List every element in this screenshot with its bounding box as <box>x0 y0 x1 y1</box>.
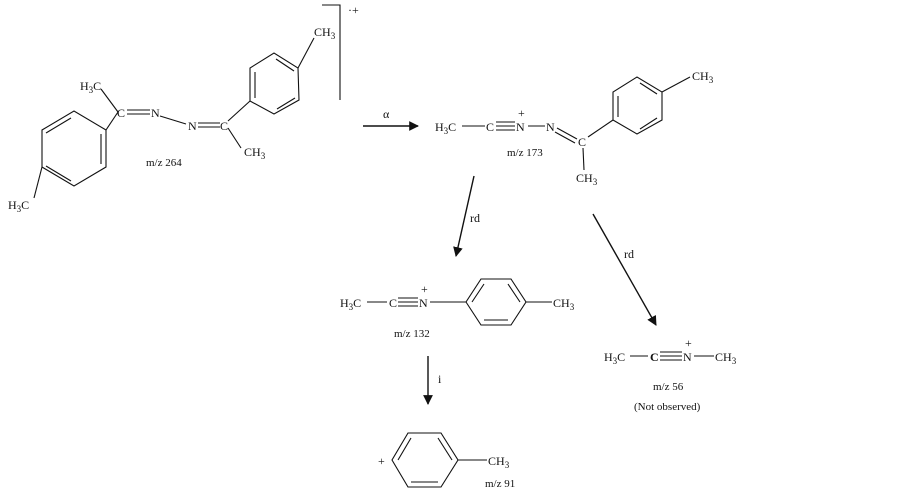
methyl-label: H <box>604 350 613 364</box>
nitrogen-label: N <box>188 119 197 133</box>
methyl-label: C <box>715 350 723 364</box>
svg-text:H3C: H3C <box>340 296 361 312</box>
rd-arrow-right: rd <box>592 213 657 326</box>
svg-text:H3C: H3C <box>80 79 101 95</box>
ion91-ring <box>391 432 459 488</box>
svg-text:CH3: CH3 <box>692 69 714 85</box>
carbon-label: C <box>650 350 659 364</box>
ion132-ring <box>465 278 527 326</box>
methyl-label: C <box>244 145 252 159</box>
svg-text:H3C: H3C <box>8 198 29 214</box>
svg-text:CH3: CH3 <box>488 454 510 470</box>
positive-charge: + <box>685 336 692 350</box>
svg-text:H3C: H3C <box>604 350 625 366</box>
carbon-label: C <box>578 135 586 149</box>
svg-text:CH3: CH3 <box>715 350 737 366</box>
svg-text:CH3: CH3 <box>244 145 266 161</box>
nitrogen-label: N <box>151 106 160 120</box>
ion-132: H3C C N + CH3 m/z 132 <box>340 278 575 340</box>
carbon-label: C <box>486 120 494 134</box>
ion-173: H3C C N + N C CH3 CH3 m/z 173 <box>435 69 714 187</box>
rd-label: rd <box>624 247 634 261</box>
carbon-label: C <box>117 106 125 120</box>
radical-cation-bracket <box>322 4 341 100</box>
svg-text:H3C: H3C <box>435 120 456 136</box>
svg-text:CH3: CH3 <box>314 25 336 41</box>
carbon-label: C <box>389 296 397 310</box>
methyl-label: H <box>8 198 17 212</box>
mz-label-264: m/z 264 <box>146 157 182 169</box>
nitrogen-label: N <box>419 296 428 310</box>
methyl-label: C <box>692 69 700 83</box>
not-observed-note: (Not observed) <box>634 401 701 413</box>
mz-label-91: m/z 91 <box>485 478 515 490</box>
parent-left-ring <box>41 110 107 187</box>
mz-label-173: m/z 173 <box>507 147 543 159</box>
mz-label-132: m/z 132 <box>394 328 430 340</box>
mz-label-56: m/z 56 <box>653 381 684 393</box>
alpha-arrow: α <box>363 107 419 131</box>
i-arrow: i <box>423 356 442 405</box>
positive-charge: + <box>378 454 385 468</box>
svg-text:CH3: CH3 <box>576 171 598 187</box>
ion173-ring <box>612 76 663 135</box>
rd-label: rd <box>470 211 480 225</box>
positive-charge: + <box>421 282 428 296</box>
methyl-label: H <box>340 296 349 310</box>
i-label: i <box>438 372 442 386</box>
carbon-label: C <box>220 119 228 133</box>
methyl-label: C <box>553 296 561 310</box>
positive-charge: + <box>518 106 525 120</box>
svg-text:CH3: CH3 <box>553 296 575 312</box>
methyl-label: H <box>435 120 444 134</box>
methyl-label: C <box>576 171 584 185</box>
methyl-label: H <box>80 79 89 93</box>
alpha-label: α <box>383 107 390 121</box>
ion-91: + CH3 m/z 91 <box>378 432 515 490</box>
parent-molecule: H3C C N N C CH3 CH3 H3C ·+ m/z 264 <box>8 3 359 214</box>
radical-cation-charge: ·+ <box>348 3 359 17</box>
parent-right-ring <box>249 52 300 115</box>
rd-arrow-left: rd <box>453 175 480 257</box>
nitrogen-label: N <box>683 350 692 364</box>
nitrogen-label: N <box>546 120 555 134</box>
methyl-label: C <box>314 25 322 39</box>
ion-56: H3C C N + CH3 m/z 56 (Not observed) <box>604 336 737 413</box>
methyl-label: C <box>488 454 496 468</box>
nitrogen-label: N <box>516 120 525 134</box>
